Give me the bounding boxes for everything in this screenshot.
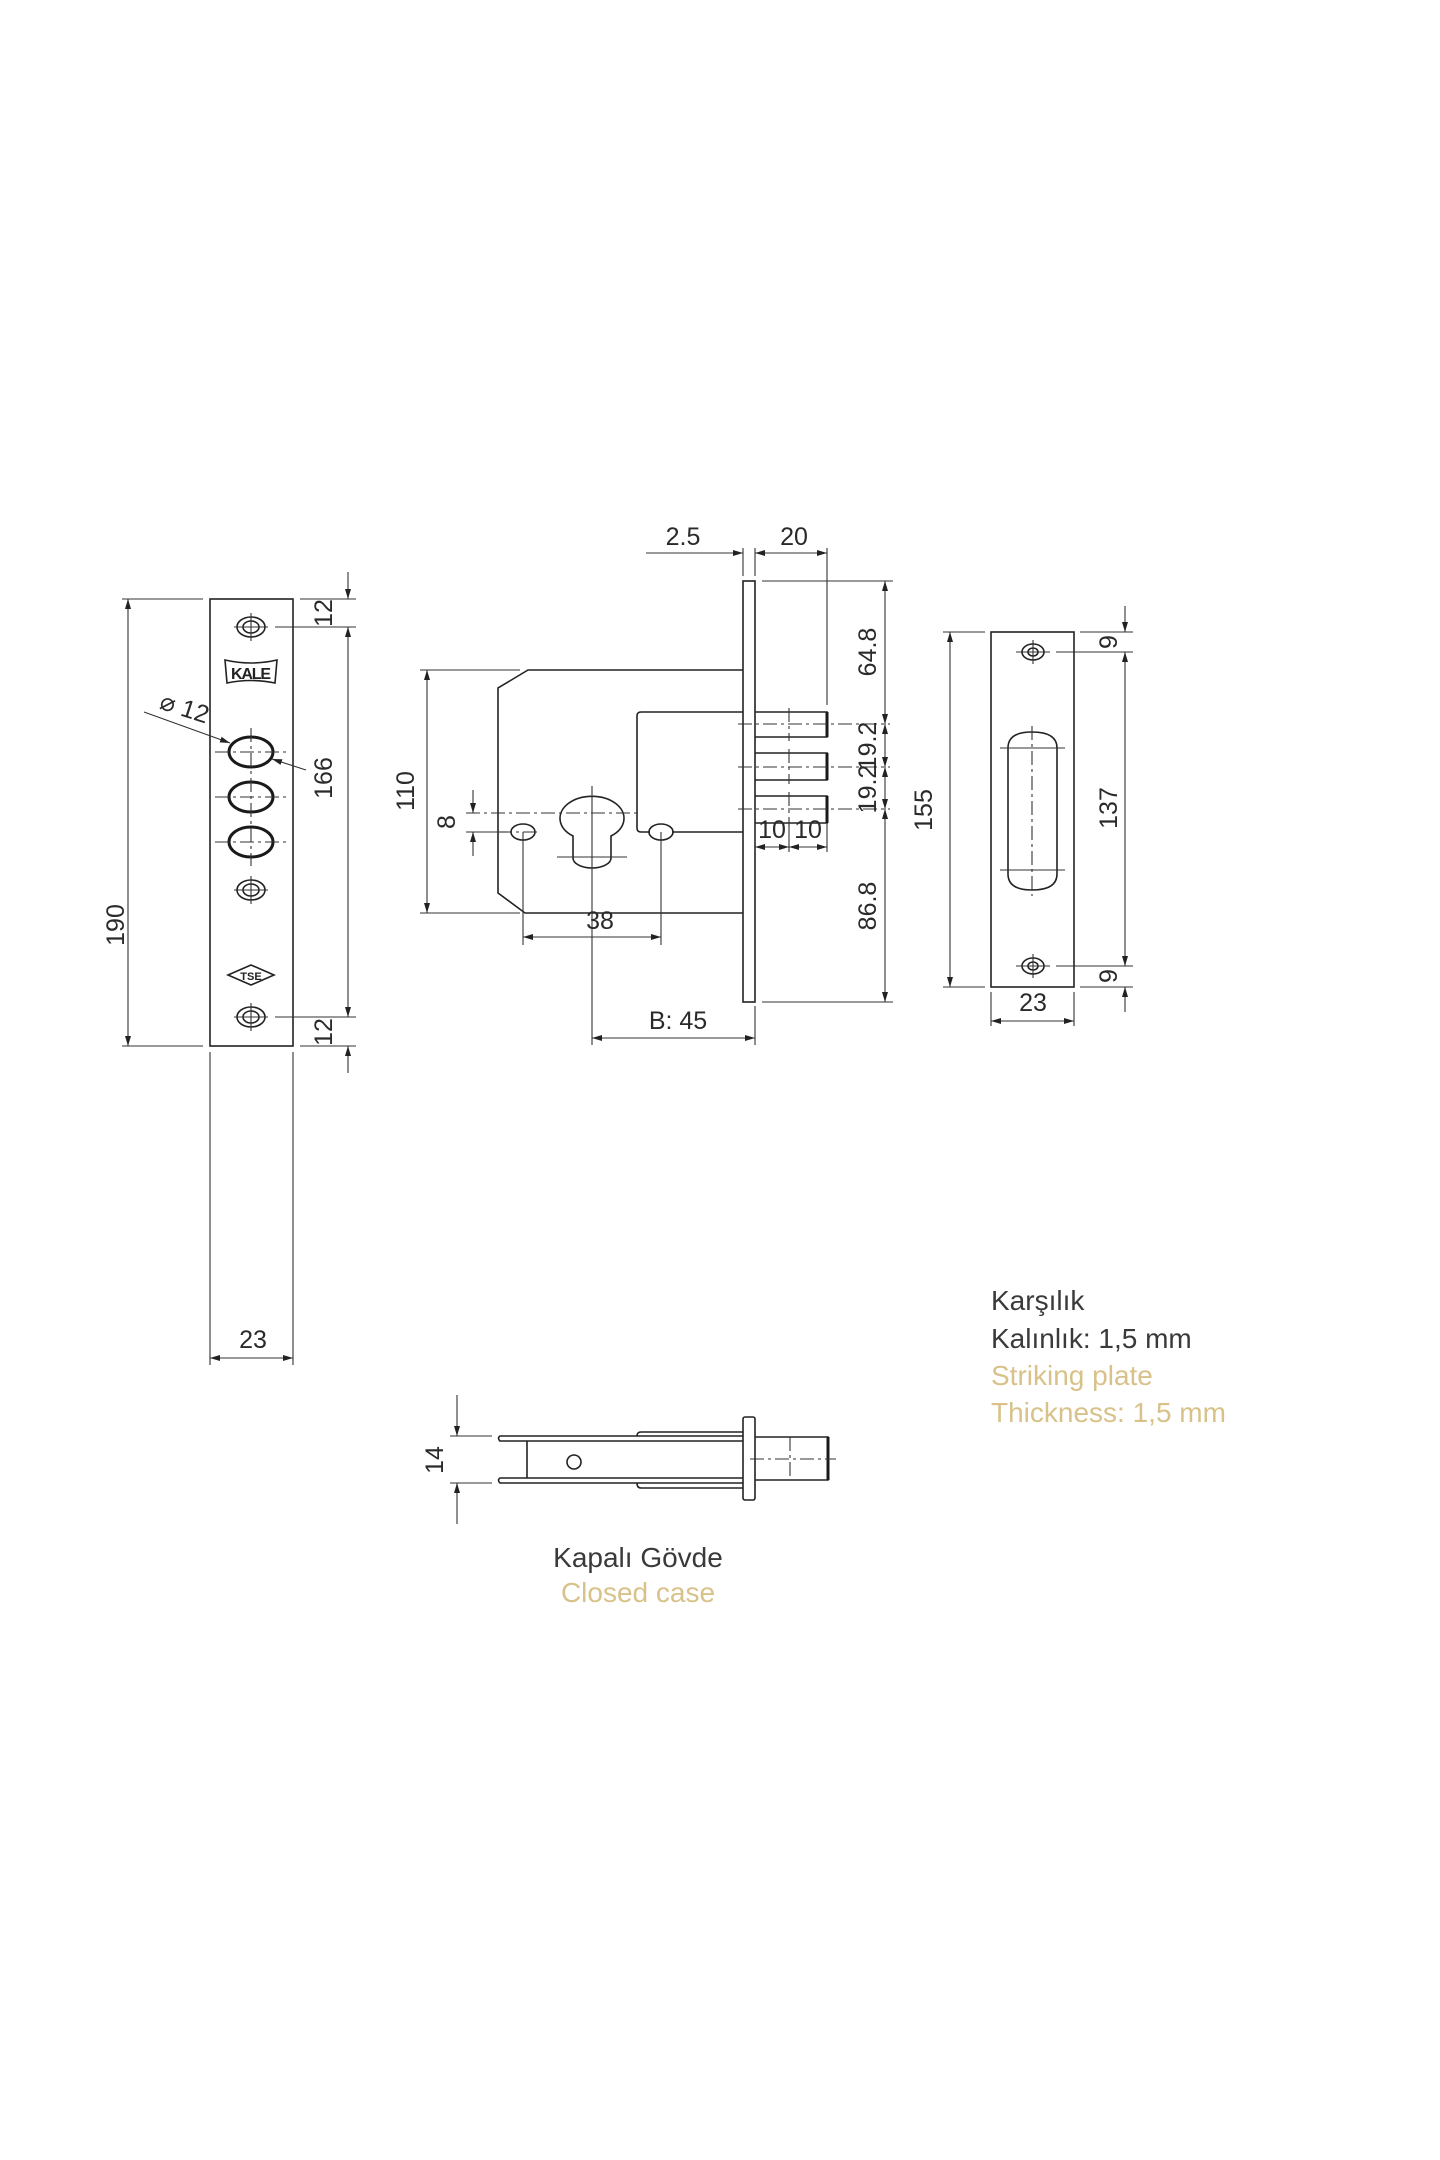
- closed-case-view: 14 Kapalı Gövde Closed case: [421, 1395, 836, 1608]
- dim-strike-top: 9: [1095, 635, 1123, 649]
- dim-top-to-bolt: 64.8: [854, 628, 882, 677]
- svg-text:KALE: KALE: [231, 666, 271, 683]
- cylinder-cutout: [466, 786, 637, 1045]
- bolt-slot: [1007, 731, 1058, 891]
- strike-caption-en-title: Striking plate: [991, 1360, 1153, 1391]
- dim-faceplate-width: 23: [239, 1326, 267, 1354]
- dim-faceplate-height: 190: [102, 904, 130, 946]
- dim-hole-diameter: ⌀ 12: [156, 687, 212, 729]
- dim-faceplate-top: 12: [310, 599, 338, 627]
- dim-strike-bottom: 9: [1095, 969, 1123, 983]
- strike-caption-tr-title: Karşılık: [991, 1285, 1085, 1316]
- strike-caption-tr-thickness: Kalınlık: 1,5 mm: [991, 1323, 1192, 1354]
- dim-strike-width: 23: [1019, 989, 1047, 1017]
- dim-faceplate-bottom: 12: [310, 1018, 338, 1046]
- striking-plate-view: 155 9 137 9 23 Karşılık Kalınlık: 1,5 mm…: [910, 606, 1226, 1428]
- dim-overall-height: 155: [910, 789, 938, 831]
- faceplate-view: 190 12 166 12 KALE ⌀ 12: [102, 572, 356, 1365]
- lock-body-view: 110 8 38 B: 45 2.5 20 64.8 19.2 19.2 86.…: [392, 523, 893, 1045]
- screw-hole-icon: [234, 613, 268, 641]
- strike-caption-en-thickness: Thickness: 1,5 mm: [991, 1397, 1226, 1428]
- case-hole: [566, 1454, 582, 1470]
- dim-cylinder-offset: 8: [433, 815, 461, 829]
- screw-hole-icon: [234, 876, 268, 904]
- screw-hole-icon: [1016, 954, 1050, 978]
- dim-bolt-pitch-1: 19.2: [854, 722, 882, 771]
- lock-case-outline: [497, 669, 743, 914]
- dim-bolt-pitch-2: 19.2: [854, 765, 882, 814]
- dim-bolt-to-bottom: 86.8: [854, 882, 882, 931]
- screw-hole-icon: [1016, 640, 1050, 664]
- screw-hole-icon: [234, 1003, 268, 1031]
- svg-text:TSE: TSE: [240, 971, 261, 983]
- striking-plate-outline: [990, 631, 1075, 988]
- dim-backset: B: 45: [649, 1007, 707, 1035]
- dim-screw-spacing: 38: [586, 907, 614, 935]
- dim-strike-hole-spacing: 137: [1095, 787, 1123, 829]
- dim-case-thickness: 14: [421, 1446, 449, 1474]
- dim-bolt-segment-1: 10: [758, 816, 786, 844]
- dim-plate-thickness: 2.5: [666, 523, 701, 551]
- faceplate-outline: [209, 598, 294, 1047]
- kale-logo: KALE: [224, 658, 278, 684]
- dim-faceplate-hole-spacing: 166: [310, 757, 338, 799]
- closed-case-caption-en: Closed case: [561, 1577, 715, 1608]
- closed-case-caption-tr: Kapalı Gövde: [553, 1542, 723, 1573]
- lock-faceplate-side: [742, 580, 756, 1003]
- bolt-holes: [215, 728, 287, 866]
- deadbolts: [738, 708, 890, 827]
- tse-logo: TSE: [225, 964, 277, 986]
- dim-bolt-segment-2: 10: [794, 816, 822, 844]
- dim-bolt-throw: 20: [780, 523, 808, 551]
- dim-case-height: 110: [392, 771, 420, 811]
